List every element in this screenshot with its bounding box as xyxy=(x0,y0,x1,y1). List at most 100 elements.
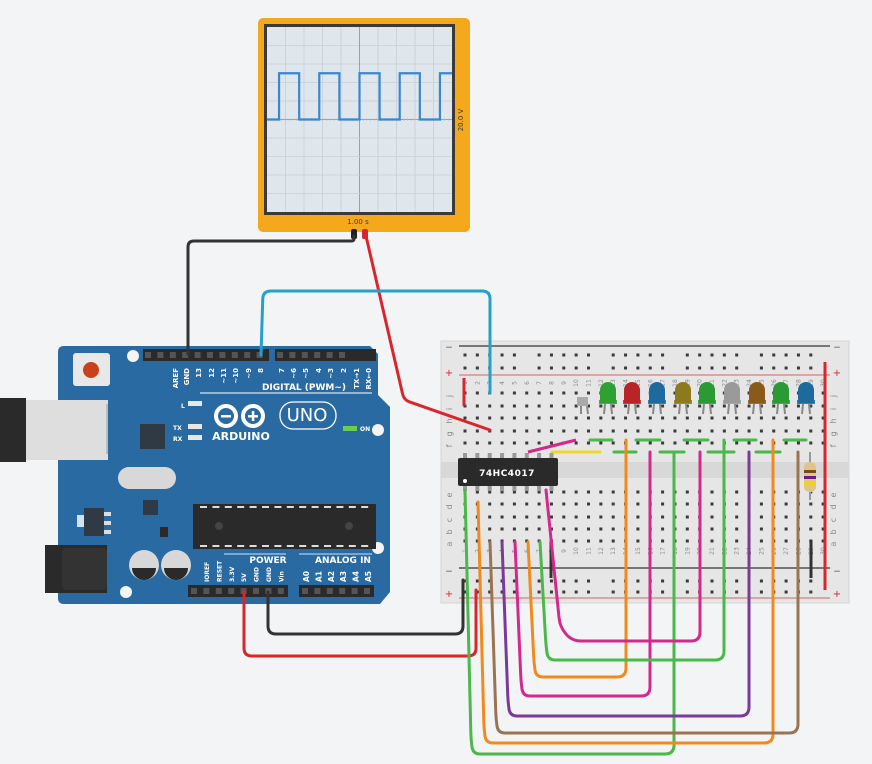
breadboard-hole[interactable] xyxy=(759,515,763,519)
breadboard-hole[interactable] xyxy=(587,515,590,519)
rail-hole[interactable] xyxy=(735,366,739,370)
breadboard-hole[interactable] xyxy=(673,429,677,433)
rail-hole[interactable] xyxy=(488,590,492,594)
wire-pink-short[interactable] xyxy=(527,438,577,454)
rail-hole[interactable] xyxy=(463,579,467,583)
breadboard-hole[interactable] xyxy=(821,490,825,494)
digital-pin-~10[interactable] xyxy=(207,352,213,358)
breadboard-hole[interactable] xyxy=(537,416,541,420)
wire-ic-output-3[interactable] xyxy=(500,450,751,718)
breadboard-hole[interactable] xyxy=(611,429,615,433)
breadboard-hole[interactable] xyxy=(525,429,529,433)
rail-hole[interactable] xyxy=(549,366,553,370)
rail-hole[interactable] xyxy=(759,590,763,594)
ic-74hc4017[interactable] xyxy=(458,458,558,486)
rail-hole[interactable] xyxy=(512,590,516,594)
led[interactable] xyxy=(698,382,716,415)
breadboard-hole[interactable] xyxy=(636,490,640,494)
rail-hole[interactable] xyxy=(685,590,689,594)
rail-hole[interactable] xyxy=(537,366,541,370)
digital-pin-AREF[interactable] xyxy=(145,352,151,358)
power-pin[interactable] xyxy=(215,588,222,594)
breadboard-hole[interactable] xyxy=(735,441,739,445)
breadboard-hole[interactable] xyxy=(722,429,726,433)
rail-hole[interactable] xyxy=(722,366,726,370)
breadboard-hole[interactable] xyxy=(587,429,590,433)
breadboard-hole[interactable] xyxy=(821,429,825,433)
breadboard-hole[interactable] xyxy=(500,502,504,506)
breadboard-hole[interactable] xyxy=(537,429,541,433)
breadboard-hole[interactable] xyxy=(796,404,800,408)
breadboard-hole[interactable] xyxy=(500,515,504,519)
led[interactable] xyxy=(723,382,741,415)
breadboard-hole[interactable] xyxy=(512,502,516,506)
breadboard-hole[interactable] xyxy=(685,404,689,408)
breadboard-hole[interactable] xyxy=(574,391,578,395)
breadboard-hole[interactable] xyxy=(512,416,516,420)
rail-hole[interactable] xyxy=(463,590,467,594)
breadboard-hole[interactable] xyxy=(648,441,652,445)
rail-hole[interactable] xyxy=(574,366,578,370)
breadboard-hole[interactable] xyxy=(599,515,603,519)
rail-hole[interactable] xyxy=(784,353,788,357)
rail-hole[interactable] xyxy=(500,353,504,357)
rail-hole[interactable] xyxy=(537,590,541,594)
breadboard-hole[interactable] xyxy=(747,416,751,420)
breadboard-hole[interactable] xyxy=(525,527,529,531)
breadboard-hole[interactable] xyxy=(796,416,800,420)
breadboard-hole[interactable] xyxy=(525,404,529,408)
breadboard-hole[interactable] xyxy=(463,416,467,420)
breadboard-hole[interactable] xyxy=(475,490,479,494)
breadboard-hole[interactable] xyxy=(685,515,689,519)
breadboard-hole[interactable] xyxy=(661,416,665,420)
analog-pin[interactable] xyxy=(339,588,346,594)
breadboard-hole[interactable] xyxy=(710,416,714,420)
breadboard-hole[interactable] xyxy=(525,502,529,506)
breadboard-hole[interactable] xyxy=(549,502,553,506)
breadboard-hole[interactable] xyxy=(611,539,615,543)
led[interactable] xyxy=(577,397,589,415)
rail-hole[interactable] xyxy=(475,353,479,357)
digital-pin-4[interactable] xyxy=(289,352,296,358)
breadboard-hole[interactable] xyxy=(661,441,665,445)
breadboard-hole[interactable] xyxy=(488,515,492,519)
breadboard-hole[interactable] xyxy=(475,404,479,408)
rail-hole[interactable] xyxy=(624,353,628,357)
breadboard-hole[interactable] xyxy=(488,404,492,408)
breadboard-hole[interactable] xyxy=(784,490,788,494)
breadboard-hole[interactable] xyxy=(784,404,788,408)
rail-hole[interactable] xyxy=(562,353,566,357)
wire-ic-output-5[interactable] xyxy=(526,438,628,679)
rail-hole[interactable] xyxy=(574,590,578,594)
rail-hole[interactable] xyxy=(710,590,714,594)
breadboard-hole[interactable] xyxy=(710,441,714,445)
breadboard-hole[interactable] xyxy=(821,404,825,408)
breadboard-hole[interactable] xyxy=(512,404,516,408)
rail-hole[interactable] xyxy=(500,366,504,370)
breadboard-hole[interactable] xyxy=(611,404,615,408)
rail-hole[interactable] xyxy=(759,579,763,583)
rail-hole[interactable] xyxy=(710,579,714,583)
wire-scope-ground[interactable] xyxy=(186,234,356,356)
rail-hole[interactable] xyxy=(685,353,689,357)
breadboard-hole[interactable] xyxy=(685,441,689,445)
rail-hole[interactable] xyxy=(574,353,578,357)
rail-hole[interactable] xyxy=(784,590,788,594)
analog-pin[interactable] xyxy=(364,588,370,594)
breadboard-hole[interactable] xyxy=(549,441,553,445)
wire-ic-output-7[interactable] xyxy=(544,450,702,643)
breadboard-hole[interactable] xyxy=(661,404,665,408)
breadboard-hole[interactable] xyxy=(599,404,603,408)
breadboard-hole[interactable] xyxy=(587,502,590,506)
breadboard-hole[interactable] xyxy=(759,429,763,433)
breadboard-hole[interactable] xyxy=(685,416,689,420)
rail-hole[interactable] xyxy=(500,590,504,594)
breadboard-hole[interactable] xyxy=(599,416,603,420)
breadboard-hole[interactable] xyxy=(784,441,788,445)
breadboard-hole[interactable] xyxy=(784,527,788,531)
breadboard-hole[interactable] xyxy=(784,416,788,420)
breadboard-hole[interactable] xyxy=(759,502,763,506)
rail-hole[interactable] xyxy=(796,366,800,370)
breadboard-hole[interactable] xyxy=(488,490,492,494)
